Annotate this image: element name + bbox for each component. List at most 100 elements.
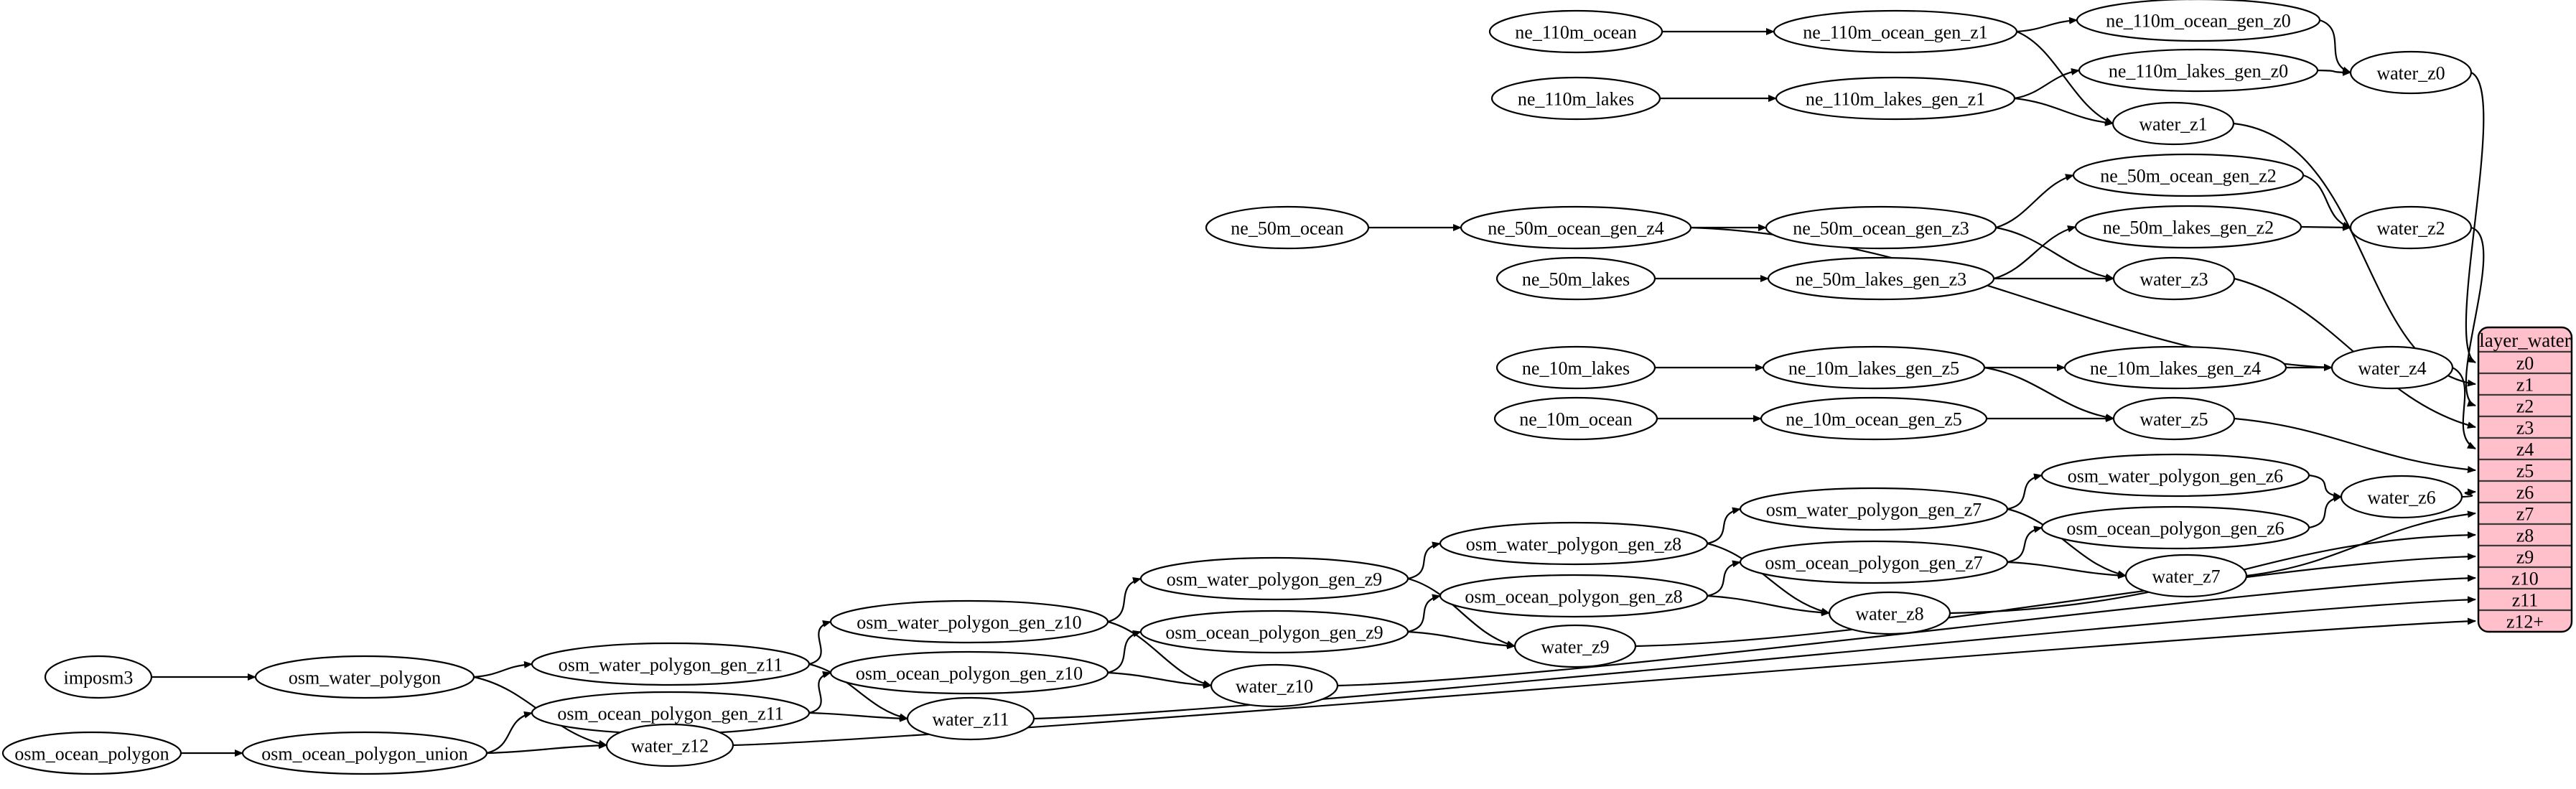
node-ellipse	[906, 696, 1035, 741]
node-osm_ocean_polygon_gen_z11[interactable]: osm_ocean_polygon_gen_z11	[531, 691, 811, 735]
table-row-cell-z1[interactable]	[2478, 372, 2572, 396]
node-ne_110m_lakes_gen_z1[interactable]: ne_110m_lakes_gen_z1	[1775, 76, 2016, 121]
table-outline	[2477, 326, 2573, 633]
node-label: osm_ocean_polygon_gen_z6	[2066, 518, 2284, 539]
node-ne_110m_ocean[interactable]: ne_110m_ocean	[1488, 9, 1663, 54]
node-water_z2[interactable]: water_z2	[2349, 205, 2473, 250]
table-row-cell-z10[interactable]	[2478, 566, 2572, 590]
node-label: ne_110m_ocean_gen_z0	[2106, 11, 2291, 32]
node-label: ne_10m_lakes_gen_z5	[1788, 358, 1959, 379]
node-ellipse	[1493, 396, 1658, 441]
node-water_z11[interactable]: water_z11	[906, 696, 1035, 741]
node-ellipse	[254, 655, 475, 699]
edge-osm_water_polygon_gen_z6-to-water_z6	[2308, 474, 2342, 500]
node-ne_50m_ocean[interactable]: ne_50m_ocean	[1205, 205, 1370, 250]
node-ellipse	[1828, 591, 1951, 635]
edge-water_z12-to-layer_water-z12+	[732, 617, 2476, 747]
edge-water_z5-to-layer_water-z5	[2234, 417, 2476, 473]
node-water_z4[interactable]: water_z4	[2330, 345, 2454, 390]
node-water_z0[interactable]: water_z0	[2349, 50, 2473, 95]
node-label: ne_110m_lakes_gen_z0	[2109, 61, 2288, 82]
node-ne_50m_ocean_gen_z4[interactable]: ne_50m_ocean_gen_z4	[1460, 205, 1692, 250]
node-osm_ocean_polygon[interactable]: osm_ocean_polygon	[1, 731, 182, 775]
edge-water_z4-to-layer_water-z4	[2452, 367, 2476, 449]
node-ellipse	[1139, 556, 1409, 601]
node-ellipse	[2040, 505, 2310, 550]
node-label: osm_water_polygon_gen_z10	[857, 612, 1081, 633]
edge-ne_110m_lakes_gen_z1-to-ne_110m_lakes_gen_z0	[2014, 67, 2080, 100]
node-osm_water_polygon_gen_z6[interactable]: osm_water_polygon_gen_z6	[2040, 453, 2310, 498]
table-row-cell-z3[interactable]	[2478, 415, 2572, 439]
node-water_z8[interactable]: water_z8	[1828, 591, 1951, 635]
node-ne_50m_ocean_gen_z2[interactable]: ne_50m_ocean_gen_z2	[2072, 153, 2305, 197]
node-ellipse	[2349, 205, 2473, 250]
node-label: water_z11	[932, 709, 1009, 730]
node-ne_50m_lakes[interactable]: ne_50m_lakes	[1495, 256, 1656, 301]
node-ne_10m_ocean[interactable]: ne_10m_ocean	[1493, 396, 1658, 441]
table-row-label-z9: z9	[2516, 547, 2534, 568]
node-ellipse	[531, 642, 811, 686]
node-osm_ocean_polygon_gen_z7[interactable]: osm_ocean_polygon_gen_z7	[1739, 540, 2009, 584]
node-label: osm_water_polygon_gen_z9	[1167, 569, 1382, 590]
node-water_z12[interactable]: water_z12	[605, 723, 734, 767]
node-ellipse	[2340, 475, 2463, 519]
node-ellipse	[1205, 205, 1370, 250]
node-water_z1[interactable]: water_z1	[2111, 101, 2235, 146]
edge-osm_ocean_polygon_gen_z11-to-osm_ocean_polygon_gen_z10	[808, 671, 831, 714]
table-row-label-z11: z11	[2512, 590, 2539, 611]
node-osm_ocean_polygon_gen_z9[interactable]: osm_ocean_polygon_gen_z9	[1139, 610, 1409, 654]
edge-osm_ocean_polygon_gen_z6-to-water_z6	[2308, 495, 2342, 529]
node-label: water_z0	[2376, 63, 2445, 84]
node-osm_water_polygon_gen_z7[interactable]: osm_water_polygon_gen_z7	[1739, 487, 2009, 531]
node-imposm3[interactable]: imposm3	[44, 655, 153, 699]
node-ellipse	[829, 650, 1109, 695]
node-osm_ocean_polygon_union[interactable]: osm_ocean_polygon_union	[241, 731, 488, 775]
node-water_z7[interactable]: water_z7	[2124, 554, 2248, 598]
node-osm_water_polygon_gen_z9[interactable]: osm_water_polygon_gen_z9	[1139, 556, 1409, 601]
node-ellipse	[1495, 256, 1656, 301]
node-ne_50m_ocean_gen_z3[interactable]: ne_50m_ocean_gen_z3	[1765, 205, 1997, 250]
node-osm_water_polygon[interactable]: osm_water_polygon	[254, 655, 475, 699]
node-water_z9[interactable]: water_z9	[1513, 624, 1637, 668]
node-ellipse	[1739, 540, 2009, 584]
node-ne_110m_lakes_gen_z0[interactable]: ne_110m_lakes_gen_z0	[2078, 48, 2319, 93]
node-ellipse	[1775, 76, 2016, 121]
node-osm_ocean_polygon_gen_z8[interactable]: osm_ocean_polygon_gen_z8	[1439, 574, 1709, 618]
node-ne_10m_ocean_gen_z5[interactable]: ne_10m_ocean_gen_z5	[1760, 396, 1988, 441]
node-osm_ocean_polygon_gen_z10[interactable]: osm_ocean_polygon_gen_z10	[829, 650, 1109, 695]
node-ellipse	[1739, 487, 2009, 531]
node-ellipse	[1762, 345, 1986, 390]
node-ne_110m_ocean_gen_z1[interactable]: ne_110m_ocean_gen_z1	[1773, 9, 2018, 54]
node-ne_110m_ocean_gen_z0[interactable]: ne_110m_ocean_gen_z0	[2076, 0, 2321, 42]
node-ellipse	[1439, 574, 1709, 618]
node-label: osm_water_polygon	[289, 668, 441, 688]
edge-ne_50m_ocean_gen_z3-to-ne_50m_ocean_gen_z2	[1995, 174, 2074, 229]
node-water_z5[interactable]: water_z5	[2112, 396, 2236, 441]
node-osm_water_polygon_gen_z11[interactable]: osm_water_polygon_gen_z11	[531, 642, 811, 686]
node-water_z3[interactable]: water_z3	[2112, 256, 2236, 301]
node-ne_50m_lakes_gen_z3[interactable]: ne_50m_lakes_gen_z3	[1767, 256, 1995, 301]
node-water_z6[interactable]: water_z6	[2340, 475, 2463, 519]
node-osm_water_polygon_gen_z8[interactable]: osm_water_polygon_gen_z8	[1439, 521, 1709, 566]
node-label: ne_110m_lakes	[1518, 89, 1634, 110]
node-label: ne_110m_ocean	[1515, 22, 1636, 43]
edge-water_z11-to-layer_water-z11	[1033, 596, 2476, 720]
node-ne_10m_lakes_gen_z5[interactable]: ne_10m_lakes_gen_z5	[1762, 345, 1986, 390]
node-water_z10[interactable]: water_z10	[1210, 663, 1339, 708]
node-label: water_z7	[2152, 566, 2220, 587]
node-ne_110m_lakes[interactable]: ne_110m_lakes	[1490, 76, 1661, 121]
node-osm_water_polygon_gen_z10[interactable]: osm_water_polygon_gen_z10	[829, 599, 1109, 644]
table-row-cell-z9[interactable]	[2478, 544, 2572, 569]
table-row-cell-z12+[interactable]	[2478, 609, 2572, 632]
edge-ne_50m_ocean_gen_z2-to-water_z2	[2302, 174, 2351, 229]
node-label: water_z2	[2376, 218, 2445, 239]
layer-water-table[interactable]: layer_waterz0z1z2z3z4z5z6z7z8z9z10z11z12…	[2477, 326, 2573, 633]
table-row-cell-z6[interactable]	[2478, 480, 2572, 504]
node-ne_10m_lakes[interactable]: ne_10m_lakes	[1495, 345, 1656, 390]
node-label: osm_ocean_polygon_gen_z11	[557, 704, 783, 724]
node-osm_ocean_polygon_gen_z6[interactable]: osm_ocean_polygon_gen_z6	[2040, 505, 2310, 550]
node-ellipse	[2074, 205, 2302, 249]
node-ne_50m_lakes_gen_z2[interactable]: ne_50m_lakes_gen_z2	[2074, 205, 2302, 249]
node-ne_10m_lakes_gen_z4[interactable]: ne_10m_lakes_gen_z4	[2063, 345, 2287, 390]
edge-ne_50m_ocean_gen_z4-to-water_z4	[1690, 226, 2333, 371]
